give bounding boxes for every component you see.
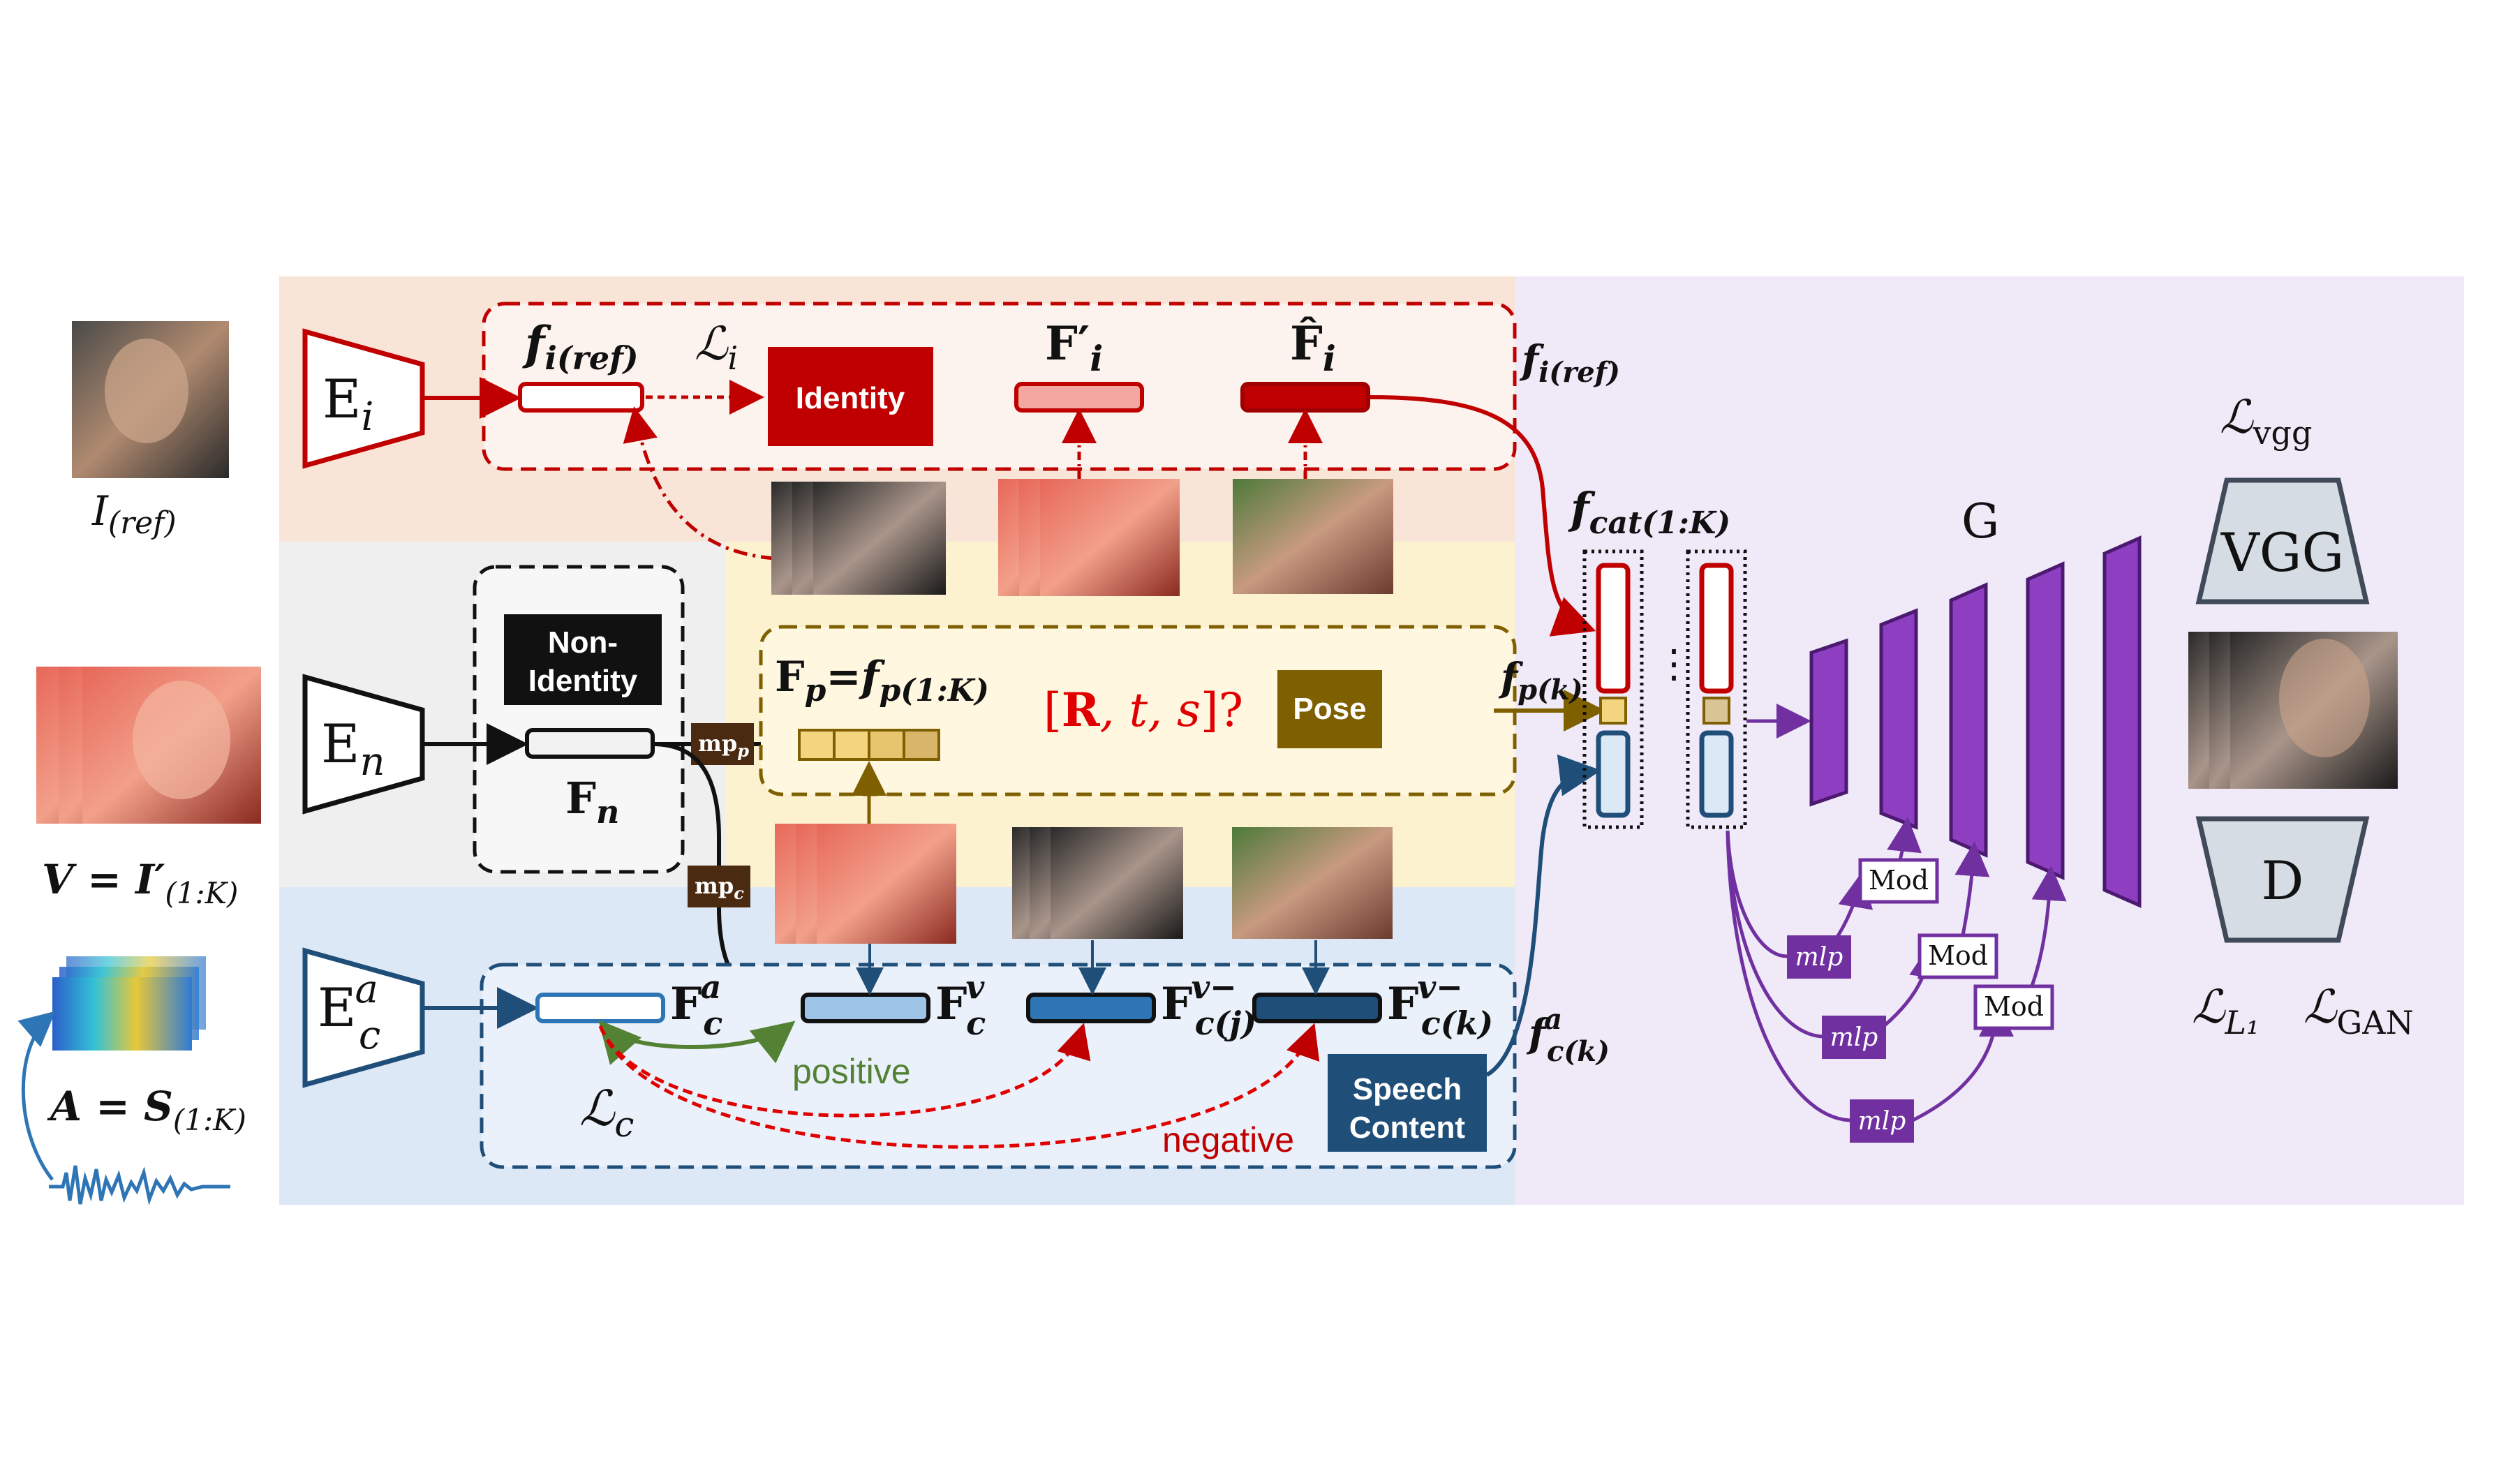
generated-output-frames xyxy=(2188,632,2398,789)
positive-label: positive xyxy=(792,1052,911,1091)
l1-loss-label: ℒL₁ xyxy=(2192,980,2260,1041)
concat-feature-column-1 xyxy=(1582,549,1644,829)
identity-contrast-arrow xyxy=(623,406,776,561)
identity-row-frame-3 xyxy=(1233,479,1393,594)
svg-text:En: En xyxy=(321,713,385,785)
audio-waveform xyxy=(49,1165,230,1205)
mlp-label-2: mlp xyxy=(1830,1023,1878,1052)
vgg-loss-label: ℒvgg xyxy=(2220,390,2312,452)
nonidentity-tag xyxy=(504,614,662,705)
mlp-box-3 xyxy=(1850,1099,1914,1143)
neg-content-k-label: Fv−c(k) xyxy=(1387,968,1493,1042)
audio-spectrogram xyxy=(52,956,206,1051)
generator-layer-4 xyxy=(2026,561,2065,880)
driving-video-label: V = I′(1:K) xyxy=(42,856,238,910)
mod-label-3: Mod xyxy=(1984,991,2044,1022)
pose-tag xyxy=(1277,670,1382,748)
nonidentity-feature-bar xyxy=(525,728,655,759)
discriminator-label: D xyxy=(2262,849,2304,912)
mp-pose-node xyxy=(691,723,754,765)
nonidentity-feature-label: Fn xyxy=(565,773,619,831)
reference-image xyxy=(72,321,229,478)
f-hat-bar xyxy=(1240,382,1370,413)
pose-tag-label: Pose xyxy=(1293,692,1366,726)
generator-layer-5 xyxy=(2102,535,2142,908)
reference-image-label: I(ref) xyxy=(91,487,177,541)
content-row-frames-1 xyxy=(775,824,956,944)
audio-content-bar xyxy=(535,993,665,1023)
mp-pose-label: mpp xyxy=(698,730,749,761)
svg-text:Ei: Ei xyxy=(322,368,373,440)
identity-row-frames-2 xyxy=(998,479,1180,596)
identity-encoder: Ei xyxy=(302,328,425,469)
neg-content-k-bar xyxy=(1252,993,1382,1023)
identity-feature-bar xyxy=(518,382,644,413)
mod-box-1 xyxy=(1858,858,1939,904)
rts-label: [R, t, s]? xyxy=(1044,683,1243,737)
positive-arc xyxy=(598,1019,796,1065)
speech-content-tag-line1: Speech xyxy=(1353,1072,1462,1106)
vgg-label: VGG xyxy=(2220,521,2344,584)
mod-label-1: Mod xyxy=(1869,865,1929,896)
concat-feature-column-k xyxy=(1686,549,1747,829)
f-hat-label: F̂i xyxy=(1290,316,1336,379)
negative-arc-j xyxy=(598,1023,1091,1118)
mp-content-node xyxy=(688,866,750,907)
vgg-network xyxy=(2195,477,2370,604)
mod-box-2 xyxy=(1917,933,1998,979)
nonidentity-box xyxy=(473,565,685,874)
audio-to-spectrogram-arrow xyxy=(17,1011,56,1181)
neg-content-j-label: Fv−c(j) xyxy=(1161,968,1256,1042)
mlp-label-1: mlp xyxy=(1795,943,1843,972)
identity-to-concat-arrow xyxy=(1369,395,1596,637)
f-iref-label: fi(ref) xyxy=(1519,337,1620,389)
nonidentity-tag-line1: Non- xyxy=(548,625,618,660)
identity-tag-label: Identity xyxy=(796,381,905,415)
mlp-label-3: mlp xyxy=(1858,1107,1906,1136)
f-prime-bar xyxy=(1014,382,1144,413)
content-loss-label: ℒc xyxy=(579,1080,634,1145)
generator-layer-1 xyxy=(1809,638,1848,807)
pose-feature-bar xyxy=(798,729,940,761)
generator-label: G xyxy=(1961,494,1999,549)
identity-tag xyxy=(768,347,933,446)
content-row-frame-3 xyxy=(1232,827,1393,939)
neg-content-j-bar xyxy=(1026,993,1156,1023)
nonidentity-tag-line2: Identity xyxy=(528,664,638,698)
mlp-box-2 xyxy=(1822,1016,1886,1059)
identity-loss-label: ℒi xyxy=(695,317,738,377)
svg-text:Eac: Eac xyxy=(318,967,380,1058)
mlp-box-1 xyxy=(1787,935,1851,979)
f-prime-label: F′i xyxy=(1045,316,1103,379)
content-row-frames-2 xyxy=(1012,827,1183,939)
mp-content-label: mpc xyxy=(695,873,744,903)
speech-content-tag-line2: Content xyxy=(1349,1111,1466,1145)
generator-layer-3 xyxy=(1949,582,1988,858)
mod-label-2: Mod xyxy=(1928,940,1988,971)
negative-label: negative xyxy=(1162,1120,1294,1159)
pose-feature-label: Fp=fp(1:K) xyxy=(775,653,989,708)
negative-arc-k xyxy=(598,1023,1320,1149)
identity-row-frames-1 xyxy=(771,482,946,595)
generator-layer-2 xyxy=(1879,608,1918,830)
visual-content-bar xyxy=(801,993,930,1023)
discriminator-network xyxy=(2195,816,2370,943)
speech-content-tag xyxy=(1328,1054,1487,1152)
mod-box-3 xyxy=(1973,984,2054,1030)
nonidentity-encoder: En xyxy=(302,674,425,815)
gan-loss-label: ℒGAN xyxy=(2303,980,2414,1041)
content-to-concat-arrow xyxy=(1485,754,1601,1077)
nonidentity-to-content-curve xyxy=(652,742,721,866)
driving-video-frames xyxy=(36,667,261,824)
audio-label: A = S(1:K) xyxy=(47,1083,246,1137)
